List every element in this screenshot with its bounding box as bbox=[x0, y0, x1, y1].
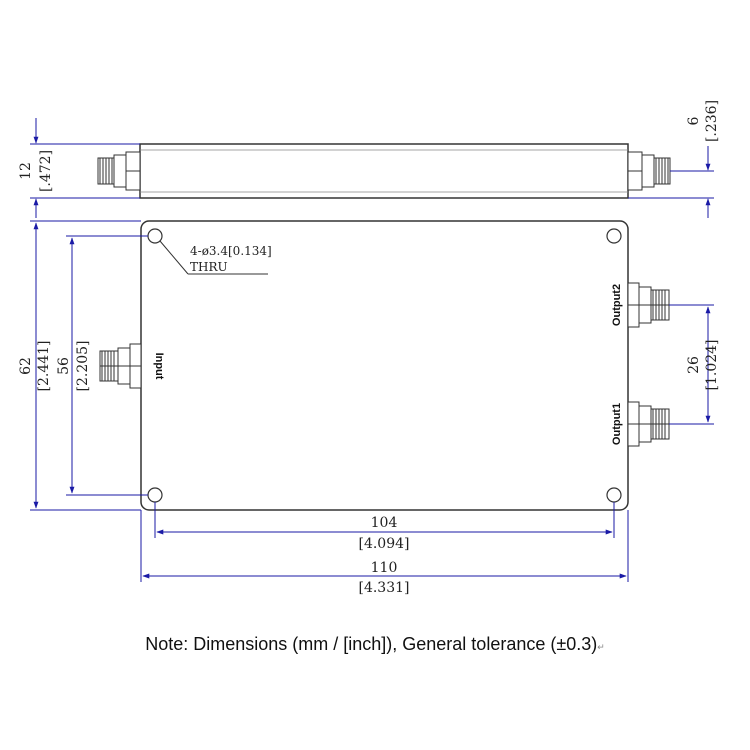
hole-leader bbox=[159, 240, 268, 275]
dim-hole-spacing-vertical-in: [2.205] bbox=[75, 340, 91, 391]
dim-overall-height bbox=[30, 220, 141, 511]
dim-hole-spacing-horizontal bbox=[154, 502, 615, 538]
mounting-hole-bottom-left bbox=[147, 487, 163, 503]
tolerance-note-text: Note: Dimensions (mm / [inch]), General … bbox=[145, 634, 598, 654]
dim-overall-width bbox=[140, 510, 629, 582]
output2-connector bbox=[627, 282, 670, 328]
dim-output-spacing bbox=[669, 304, 714, 425]
dim-overall-width-in: [4.331] bbox=[358, 580, 409, 596]
dim-hole-spacing-horizontal-mm: 104 bbox=[371, 515, 398, 531]
dim-overall-height-in: [2.441] bbox=[36, 340, 52, 391]
tolerance-note: Note: Dimensions (mm / [inch]), General … bbox=[0, 634, 750, 655]
dim-output-spacing-mm: 26 bbox=[686, 356, 702, 374]
input-port-label: Input bbox=[153, 353, 165, 380]
dim-side-height-in: [.472] bbox=[38, 150, 54, 192]
output1-port-label: Output1 bbox=[611, 403, 623, 445]
dim-connector-height-in: [.236] bbox=[704, 100, 720, 142]
top-view: 4-ø3.4[0.134] THRU Input Output2 bbox=[18, 220, 720, 596]
side-input-connector bbox=[97, 151, 141, 191]
dim-hole-spacing-horizontal-in: [4.094] bbox=[358, 536, 409, 552]
dim-hole-spacing-vertical bbox=[66, 235, 148, 496]
side-output-connector bbox=[627, 151, 671, 191]
dim-overall-width-mm: 110 bbox=[371, 560, 398, 576]
mounting-hole-top-right bbox=[606, 228, 622, 244]
dim-connector-height-mm: 6 bbox=[686, 116, 702, 125]
side-view: 12 [.472] 6 [.236] bbox=[18, 100, 720, 218]
dim-output-spacing-in: [1.024] bbox=[704, 339, 720, 390]
mounting-hole-bottom-right bbox=[606, 487, 622, 503]
dim-hole-spacing-vertical-mm: 56 bbox=[56, 357, 72, 375]
dim-overall-height-mm: 62 bbox=[18, 357, 34, 375]
hole-callout-note: THRU bbox=[190, 260, 228, 274]
dim-side-height-mm: 12 bbox=[18, 162, 34, 180]
return-mark-icon: ↵ bbox=[597, 642, 605, 652]
output1-connector bbox=[627, 401, 670, 447]
output2-port-label: Output2 bbox=[611, 284, 623, 326]
mounting-hole-top-left bbox=[147, 228, 163, 244]
dim-connector-height bbox=[628, 146, 714, 218]
hole-callout: 4-ø3.4[0.134] bbox=[190, 244, 272, 258]
input-connector bbox=[99, 343, 142, 389]
side-view-body bbox=[139, 143, 629, 199]
dim-side-height bbox=[30, 118, 140, 218]
